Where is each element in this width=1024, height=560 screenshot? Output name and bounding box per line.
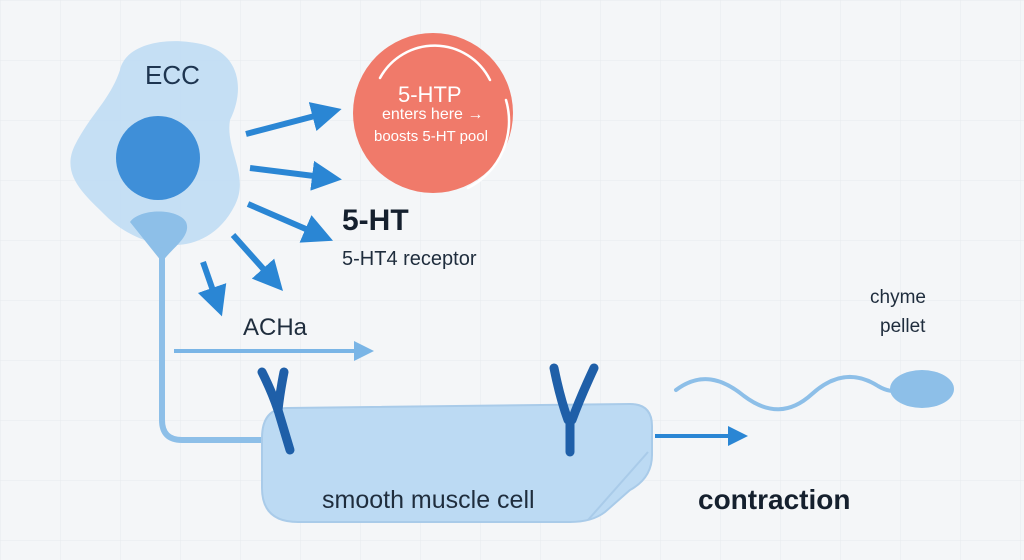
release-arrow-1: [245, 102, 342, 137]
release-arrow-3: [246, 201, 334, 243]
chyme-label: chyme: [870, 287, 926, 308]
release-arrow-4: [230, 233, 283, 291]
muscle-cell-fold: [587, 451, 649, 521]
5htp-circle: [353, 33, 513, 193]
release-arrow-5: [197, 261, 227, 317]
chyme-wave: [674, 374, 908, 412]
serotonin-label: 5-HT: [342, 204, 409, 237]
chyme-pellet: [890, 370, 954, 408]
5htp-enters-text: enters here →: [382, 106, 484, 123]
ecc-secretory-stalk: [130, 211, 188, 262]
receptor-left: [257, 367, 295, 455]
pellet-label: pellet: [880, 316, 926, 337]
acetylcholine-label: ACHa: [243, 314, 308, 341]
ecc-label: ECC: [145, 60, 200, 90]
5htp-circle-ring: [378, 44, 492, 82]
ecc-nucleus: [116, 116, 200, 200]
ecc-connector-line: [159, 247, 271, 443]
smooth-muscle-cell: [261, 402, 653, 523]
contraction-label: contraction: [698, 484, 851, 515]
release-arrow-2: [249, 160, 342, 191]
receptor-right: [549, 363, 599, 457]
smooth-muscle-label: smooth muscle cell: [322, 486, 535, 514]
5htp-circle-ring-lower: [466, 98, 511, 190]
5htp-boosts-text: boosts 5-HT pool: [374, 128, 488, 145]
5htp-title: 5-HTP: [398, 82, 462, 107]
receptor-label: 5-HT4 receptor: [342, 248, 477, 270]
